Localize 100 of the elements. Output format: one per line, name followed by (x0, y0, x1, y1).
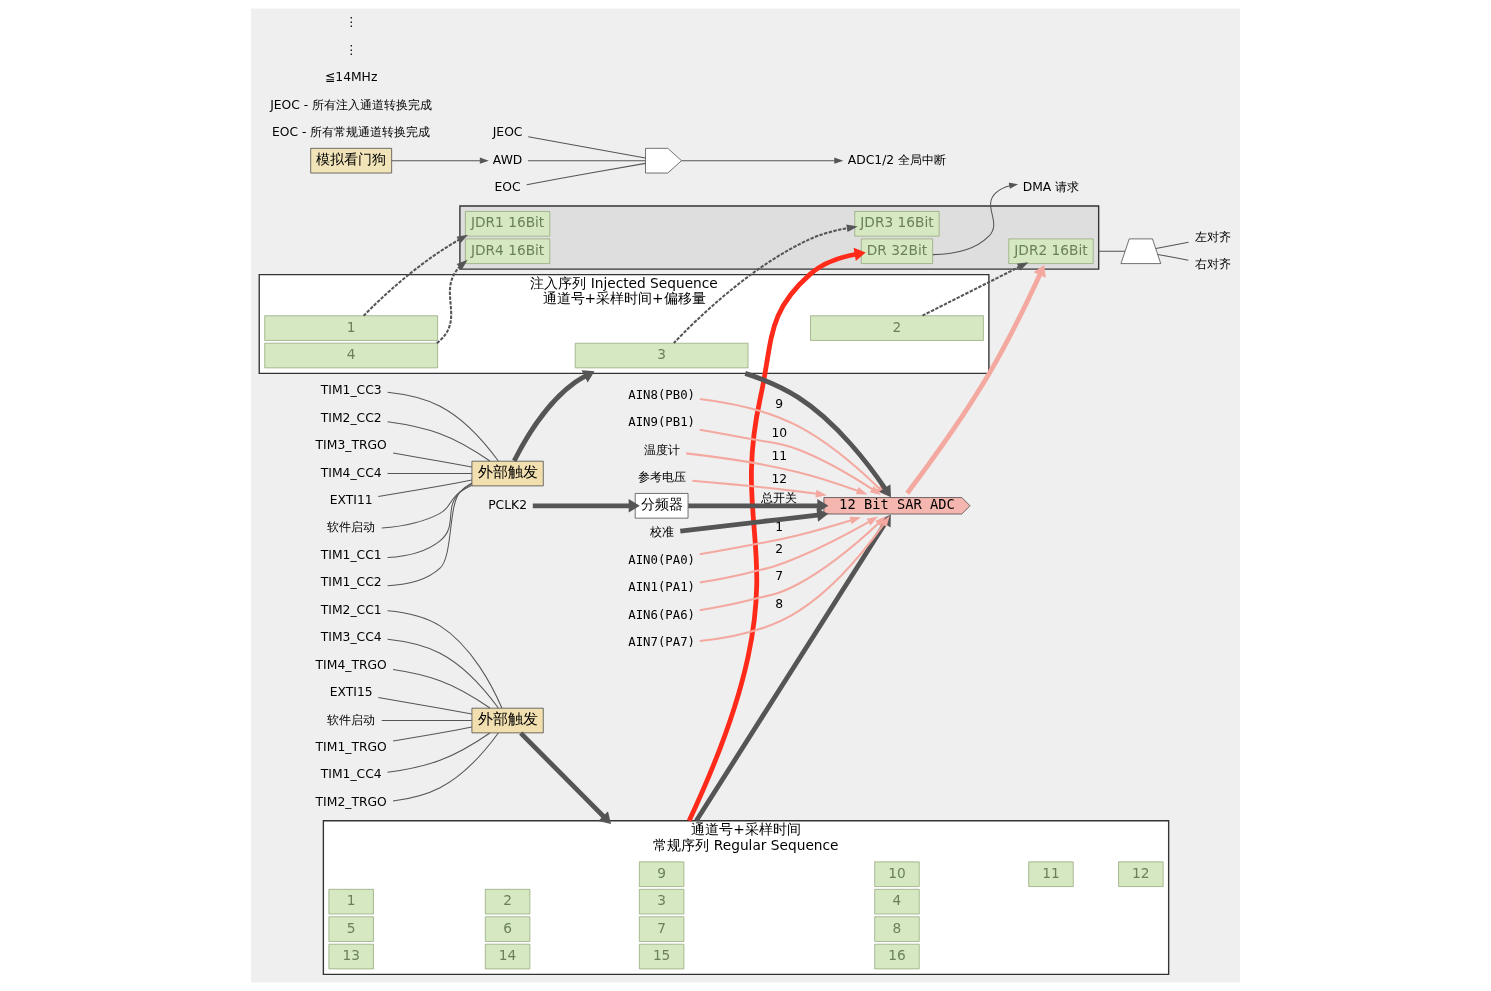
node-text: EOC (494, 180, 521, 195)
node-text: TIM1_CC1 (320, 547, 382, 562)
node-box: 8 (874, 916, 920, 942)
connector (392, 669, 491, 709)
node-box: 2 (810, 315, 984, 341)
node-box: 1 (264, 315, 438, 341)
node-box: 4 (874, 888, 920, 915)
node-text: TIM2_CC2 (320, 410, 382, 425)
node-text: PCLK2 (488, 497, 528, 512)
node-box: 1 (328, 888, 374, 915)
arrow (680, 508, 829, 534)
arrow (688, 499, 829, 513)
node-box: JDR1 16Bit (465, 211, 551, 237)
node-text: AIN7(PA7) (628, 635, 696, 650)
connector (387, 473, 473, 475)
node-text: TIM1_CC3 (320, 383, 382, 398)
node-box: 13 (328, 943, 374, 970)
node-text: AIN8(PB0) (628, 388, 696, 403)
node-box: 12 (1118, 861, 1164, 887)
node-text: 右对齐 (1194, 256, 1231, 271)
node-box: JDR3 16Bit (854, 211, 940, 237)
edge-label: 7 (775, 569, 784, 584)
connector (526, 162, 646, 186)
connector (387, 482, 473, 587)
connector (387, 610, 503, 709)
edge-label: 8 (775, 596, 784, 611)
connector (1157, 253, 1189, 261)
connector (381, 484, 473, 529)
node-box: 3 (639, 888, 685, 915)
node-text: TIM4_TRGO (315, 657, 387, 672)
node-text: TIM1_CC4 (320, 767, 382, 782)
connector (392, 452, 473, 468)
arrow (519, 731, 612, 824)
node-text: TIM3_TRGO (315, 438, 387, 453)
arrow (694, 514, 891, 822)
arrow (532, 499, 640, 513)
node-text: TIM2_CC1 (320, 602, 382, 617)
node-text: DMA 请求 (1022, 180, 1080, 195)
node-text: AWD (492, 152, 523, 167)
connector (387, 732, 491, 773)
arrow (673, 224, 858, 344)
label: ⋮ (345, 42, 358, 57)
node-text: TIM3_CC4 (320, 630, 382, 645)
node-text: 校准 (649, 525, 674, 540)
arrow (699, 516, 862, 556)
label: ≦14MHz (324, 70, 378, 85)
connector (1155, 241, 1189, 249)
node-box: 2 (484, 888, 531, 915)
arrow (922, 262, 1029, 317)
edge-label: 11 (771, 449, 788, 464)
arrow (686, 452, 868, 495)
arrow (686, 247, 866, 822)
node-box: JDR4 16Bit (465, 238, 551, 264)
connector (387, 421, 491, 462)
node-gate (645, 148, 682, 174)
arrow (699, 516, 879, 584)
node-text: EXTI11 (329, 493, 373, 508)
node-box: 15 (639, 943, 685, 970)
arrow (692, 479, 827, 498)
node-text: ADC1/2 全局中断 (847, 152, 947, 167)
node-box: 16 (874, 943, 920, 970)
node-text: AIN6(PA6) (628, 607, 696, 622)
arrow (436, 259, 468, 344)
connector (392, 732, 499, 802)
node-box: 6 (484, 916, 531, 942)
node-box: 14 (484, 943, 531, 970)
arrow (905, 264, 1046, 495)
node-text: TIM1_TRGO (315, 740, 387, 754)
connector (527, 136, 646, 159)
node-box: 模拟看门狗 (310, 148, 392, 174)
edge-label: 9 (775, 396, 784, 411)
edge-label: 10 (771, 425, 788, 440)
edge-label: 12 (771, 471, 788, 486)
node-text: 参考电压 (637, 470, 686, 485)
node-box: 7 (639, 916, 685, 942)
arrow (391, 157, 489, 164)
connector (381, 720, 473, 722)
node-text: 软件启动 (327, 520, 376, 535)
node-box: 4 (264, 342, 438, 369)
edge-label: 2 (775, 542, 784, 557)
arrow (362, 234, 468, 317)
connector (1098, 250, 1126, 252)
node-box: 5 (328, 916, 374, 942)
connector (377, 479, 473, 498)
edge-label: 总开关 (761, 490, 798, 505)
edge-label: 1 (775, 520, 784, 535)
connector (387, 483, 473, 559)
node-text: EXTI15 (329, 685, 373, 700)
node-box: 3 (574, 342, 749, 369)
label: ⋮ (345, 15, 358, 30)
node-text: AIN1(PA1) (628, 580, 696, 595)
node-box: JDR2 16Bit (1008, 238, 1094, 264)
node-text: AIN9(PB1) (628, 415, 696, 430)
node-text: 软件启动 (327, 712, 376, 727)
connector (387, 391, 499, 462)
connector (392, 726, 473, 742)
node-box: 10 (874, 861, 920, 887)
node-text: TIM4_CC4 (320, 465, 382, 480)
node-trapezoid (1120, 238, 1162, 264)
node-box: 11 (1028, 861, 1074, 887)
